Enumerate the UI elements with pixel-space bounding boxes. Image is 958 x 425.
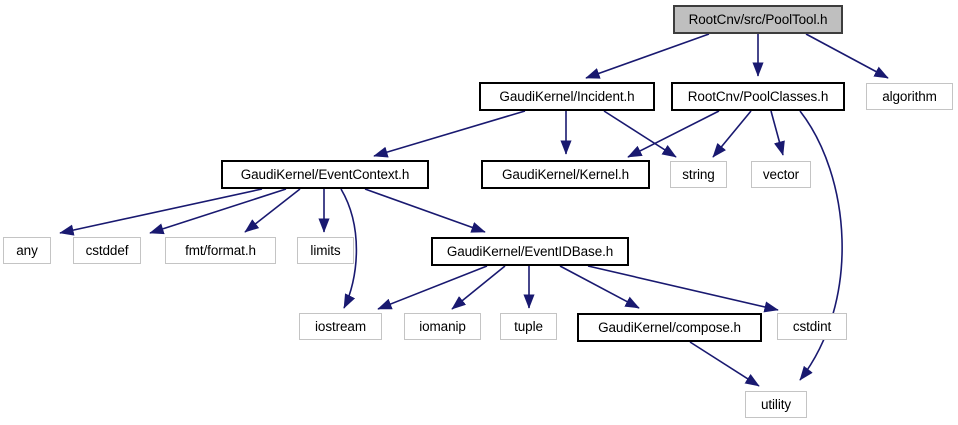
node-fmtformat[interactable]: fmt/format.h xyxy=(165,237,276,264)
node-label-incident: GaudiKernel/Incident.h xyxy=(499,88,635,104)
node-cstddef[interactable]: cstddef xyxy=(73,237,141,264)
node-cstdint[interactable]: cstdint xyxy=(777,313,847,340)
node-iostream[interactable]: iostream xyxy=(299,313,382,340)
node-label-fmtformat: fmt/format.h xyxy=(185,242,256,258)
node-eventcontext[interactable]: GaudiKernel/EventContext.h xyxy=(221,160,429,189)
node-label-iostream: iostream xyxy=(315,318,366,334)
node-label-limits: limits xyxy=(310,242,341,258)
node-utility[interactable]: utility xyxy=(745,391,807,418)
node-label-any: any xyxy=(16,242,38,258)
node-label-cstdint: cstdint xyxy=(792,318,832,334)
node-label-poolclasses: RootCnv/PoolClasses.h xyxy=(687,88,829,104)
node-label-cstddef: cstddef xyxy=(85,242,129,258)
node-label-iomanip: iomanip xyxy=(419,318,466,334)
node-poolclasses[interactable]: RootCnv/PoolClasses.h xyxy=(671,82,845,111)
node-label-string: string xyxy=(682,166,715,182)
node-iomanip[interactable]: iomanip xyxy=(404,313,481,340)
node-pooltool[interactable]: RootCnv/src/PoolTool.h xyxy=(673,5,843,34)
node-label-eventidbase: GaudiKernel/EventIDBase.h xyxy=(446,243,614,259)
node-label-vector: vector xyxy=(762,166,800,182)
node-algorithm[interactable]: algorithm xyxy=(866,83,953,110)
node-label-utility: utility xyxy=(760,396,792,412)
node-vector[interactable]: vector xyxy=(751,161,811,188)
node-label-eventcontext: GaudiKernel/EventContext.h xyxy=(240,166,410,182)
node-incident[interactable]: GaudiKernel/Incident.h xyxy=(479,82,655,111)
node-kernel[interactable]: GaudiKernel/Kernel.h xyxy=(481,160,650,189)
node-label-compose: GaudiKernel/compose.h xyxy=(598,319,741,335)
node-any[interactable]: any xyxy=(3,237,51,264)
node-compose[interactable]: GaudiKernel/compose.h xyxy=(577,313,762,342)
node-limits[interactable]: limits xyxy=(297,237,354,264)
node-label-algorithm: algorithm xyxy=(882,88,937,104)
node-label-pooltool: RootCnv/src/PoolTool.h xyxy=(688,11,828,27)
node-tuple[interactable]: tuple xyxy=(500,313,557,340)
node-string[interactable]: string xyxy=(670,161,727,188)
node-label-tuple: tuple xyxy=(514,318,543,334)
node-label-kernel: GaudiKernel/Kernel.h xyxy=(501,166,630,182)
node-eventidbase[interactable]: GaudiKernel/EventIDBase.h xyxy=(431,237,629,266)
